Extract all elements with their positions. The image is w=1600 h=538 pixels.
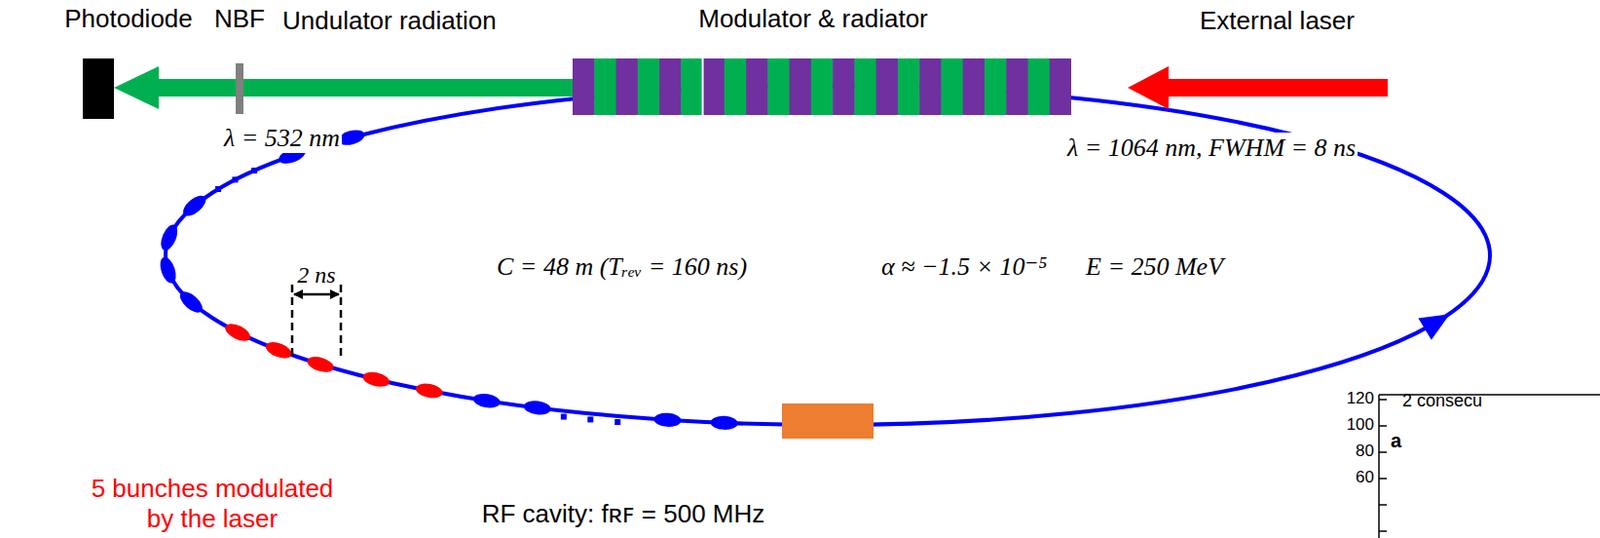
text-label: 80 [1355, 441, 1375, 461]
ellipsis-dot [251, 167, 258, 174]
text-label: 2 consecu [1402, 390, 1483, 412]
electron-bunch [361, 369, 391, 389]
node-label: RF cavity: fʀꜰ = 500 MHz [482, 498, 766, 529]
electron-bunch [653, 411, 682, 428]
electron-bunch [176, 287, 206, 316]
storage-ring [165, 85, 1490, 425]
text-label: 60 [1355, 467, 1375, 487]
node-label: Photodiode [64, 3, 193, 35]
laser-arrowhead [1127, 66, 1169, 110]
text-label: 5 bunches modulated by the laser [90, 473, 335, 534]
spacing-arrow [294, 293, 317, 297]
text-label: α ≈ −1.5 × 10⁻⁵ [881, 251, 1047, 282]
ellipsis-dot [560, 413, 567, 420]
text-label: 100 [1346, 414, 1375, 435]
ellipsis-dot [614, 418, 621, 425]
rf-cavity-body [781, 403, 874, 439]
axis-ticks [1378, 399, 1387, 531]
electron-bunch [157, 222, 182, 253]
direction-arrow [1417, 313, 1450, 340]
ellipsis-dot [231, 176, 238, 183]
spacing-arrow [316, 293, 339, 297]
text-label: λ = 532 nm [222, 122, 342, 153]
edge-label: Undulator radiation [282, 5, 497, 37]
electron-bunch [414, 380, 445, 400]
text-label: 120 [1346, 388, 1375, 409]
electron-bunch [522, 399, 553, 416]
chart-axis [1377, 394, 1380, 538]
laser-beam [1166, 78, 1388, 97]
text-label: C = 48 m (Tᵣₑᵥ = 160 ns) [496, 251, 747, 282]
dashed-marker [291, 284, 295, 359]
text-label: a [1390, 428, 1402, 452]
text-label: E = 250 MeV [1085, 251, 1224, 282]
node-label: Modulator & radiator [698, 3, 929, 35]
filter-plate: NBF [235, 63, 244, 114]
electron-bunch [472, 391, 502, 410]
electron-bunch [179, 191, 209, 221]
ellipsis-dot [587, 415, 594, 422]
electron-bunch [222, 319, 253, 344]
radiation-arrow [113, 66, 573, 110]
electron-bunch [263, 338, 295, 362]
text-label: 2 ns [297, 260, 335, 290]
ellipsis-dot [215, 186, 222, 192]
rf-cavity: RF cavity: fʀꜰ = 500 MHz [781, 403, 874, 439]
text-label: λ = 1064 nm, FWHM = 8 ns [1065, 132, 1358, 163]
electron-bunch [305, 353, 336, 375]
dashed-marker [339, 284, 343, 359]
node-label: NBF [214, 3, 265, 35]
chart-background [1326, 387, 1600, 538]
photodiode: Photodiode [82, 58, 114, 119]
electron-bunch [709, 414, 739, 430]
undulator-stripes [572, 58, 1072, 115]
undulator-box: Modulator & radiator [572, 58, 1072, 115]
electron-bunch [156, 255, 179, 286]
text-label: External laser [1199, 5, 1355, 37]
